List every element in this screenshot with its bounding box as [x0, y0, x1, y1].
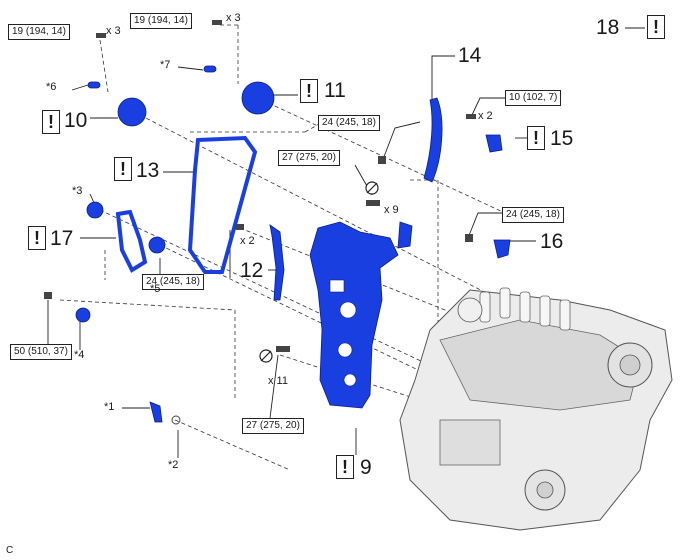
- dashed-leader: [139, 114, 501, 301]
- part-15-tensioner: [485, 134, 503, 153]
- leader-bolt-24a: [381, 121, 421, 163]
- torque-callout: 27 (275, 20): [242, 418, 304, 434]
- leader-star7: [177, 66, 204, 71]
- leader-bolt-24b: [467, 212, 505, 239]
- quantity-label: x 11: [268, 375, 288, 387]
- star5-sprocket: [148, 236, 166, 254]
- part-number-15: 15: [550, 127, 574, 150]
- quantity-label: x 9: [384, 204, 399, 216]
- important-mark: !: [42, 110, 60, 134]
- star-label-3: *3: [72, 185, 83, 197]
- torque-callout: 27 (275, 20): [278, 150, 340, 166]
- bolt-icon: [366, 200, 380, 206]
- figure-code: C: [6, 545, 14, 556]
- important-mark: !: [300, 79, 318, 103]
- part-12-chain-guide: [269, 224, 285, 301]
- part-17-oil-pump-chain: [115, 209, 148, 273]
- part-10-sprocket: [117, 97, 147, 127]
- part-number-18: 18: [596, 16, 620, 39]
- engine-block-front: [439, 419, 501, 466]
- star3-sprocket: [86, 201, 104, 219]
- torque-callout: 10 (102, 7): [505, 90, 562, 106]
- quantity-label: x 2: [240, 235, 255, 247]
- leader-star6: [71, 84, 89, 91]
- part-9-cover-piece: [397, 221, 413, 249]
- leader-bolt-10: [471, 97, 505, 116]
- torque-callout: 50 (510, 37): [10, 344, 72, 360]
- dashed-leader: [59, 299, 236, 311]
- dashed-leader: [261, 99, 521, 221]
- star-label-6: *6: [46, 81, 57, 93]
- important-mark: !: [114, 157, 132, 181]
- part-number-9: 9: [360, 456, 372, 479]
- bolt-icon: [212, 20, 222, 25]
- bolts: [44, 20, 476, 352]
- torque-callout: 19 (194, 14): [8, 24, 70, 40]
- part-14-chain-guide: [423, 97, 443, 183]
- star2-ring: [171, 415, 181, 425]
- part-16-tensioner: [493, 239, 511, 259]
- star7-pin: [203, 65, 217, 73]
- part-number-10: 10: [64, 109, 88, 132]
- star-label-4: *4: [74, 349, 85, 361]
- star-label-5: *5: [150, 283, 161, 295]
- engine-injectors: [479, 287, 571, 331]
- torque-callout: 19 (194, 14): [130, 13, 192, 29]
- part-number-13: 13: [136, 159, 160, 182]
- bolt-icon: [378, 156, 386, 164]
- star6-pin: [87, 81, 101, 89]
- part-13-timing-chain: [187, 135, 258, 274]
- dashed-leader: [99, 39, 109, 93]
- non-reusable-icons: [259, 181, 379, 363]
- part-number-16: 16: [540, 230, 564, 253]
- part-11-sprocket: [241, 81, 275, 115]
- leader-14: [431, 55, 455, 100]
- bolt-icon: [44, 292, 52, 299]
- important-mark: !: [647, 15, 665, 39]
- leader-bolt-27b: [269, 354, 279, 419]
- star4-sprocket: [75, 307, 91, 323]
- dashed-leader: [239, 227, 471, 321]
- part-number-11: 11: [324, 79, 346, 102]
- torque-callout: 24 (245, 18): [318, 115, 380, 131]
- important-mark: !: [336, 455, 354, 479]
- quantity-label: x 3: [106, 25, 121, 37]
- part-number-14: 14: [458, 44, 482, 67]
- quantity-label: x 3: [226, 12, 241, 24]
- important-mark: !: [527, 126, 545, 150]
- star1-part: [149, 401, 163, 423]
- bolt-icon: [466, 114, 476, 119]
- bolt-icon: [96, 33, 106, 38]
- star-label-2: *2: [168, 459, 179, 471]
- star-label-1: *1: [104, 401, 115, 413]
- bolt-icon: [276, 346, 290, 352]
- bolt-icon: [236, 224, 244, 230]
- important-mark: !: [28, 226, 46, 250]
- torque-callout: 24 (245, 18): [142, 274, 204, 290]
- bolt-icon: [465, 234, 473, 242]
- part-number-17: 17: [50, 227, 74, 250]
- quantity-label: x 2: [478, 110, 493, 122]
- cover-holes: [329, 279, 357, 387]
- engine-assembly: [399, 287, 673, 531]
- part-number-12: 12: [240, 259, 264, 282]
- torque-callout: 24 (245, 18): [502, 207, 564, 223]
- star-label-7: *7: [160, 59, 171, 71]
